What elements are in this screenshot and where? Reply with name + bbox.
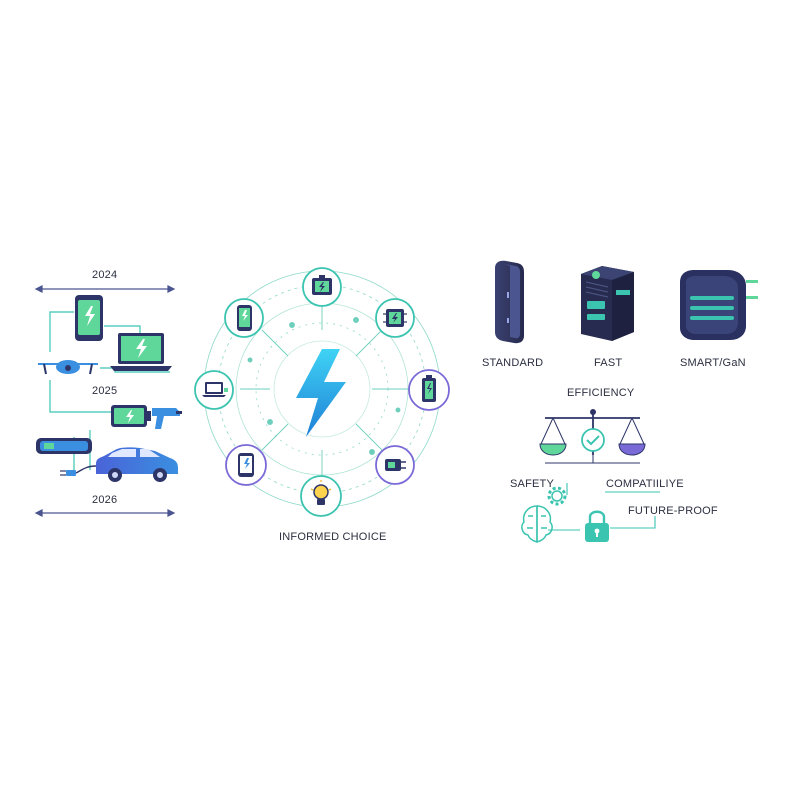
hub-node-plug[interactable] (375, 445, 415, 485)
criterion-future-proof: FUTURE-PROOF (628, 505, 718, 517)
hub-node-battery-top[interactable] (302, 267, 342, 307)
criterion-efficiency: EFFICIENCY (567, 387, 635, 399)
charger-standard[interactable] (495, 260, 524, 344)
hub-diagram (194, 267, 450, 517)
timeline-arrow-2024 (34, 285, 176, 293)
gear-icon (547, 486, 567, 506)
charger-fast[interactable] (581, 266, 634, 341)
timeline-arrow-2026 (34, 509, 176, 517)
smartphone-icon (75, 295, 103, 341)
laptop-icon (202, 382, 228, 397)
battery-icon (312, 275, 332, 295)
tablet-icon (238, 453, 254, 477)
plug-icon (385, 459, 406, 471)
balance-scale-icon (539, 409, 646, 464)
year-label-2025: 2025 (92, 385, 118, 397)
laptop-icon (110, 333, 172, 371)
charger-smart-gan[interactable] (680, 270, 758, 340)
criterion-safety: SAFETY (510, 478, 554, 490)
power-tool-icon (152, 408, 182, 429)
charger-label-standard: STANDARD (482, 357, 544, 369)
charger-label-fast: FAST (594, 357, 623, 369)
power-bank-icon (36, 438, 92, 454)
hub-node-chip[interactable] (375, 298, 415, 338)
hub-node-laptop[interactable] (194, 370, 234, 410)
criterion-compatibility: COMPATIILIYE (606, 478, 684, 490)
electric-car-icon (60, 447, 178, 482)
drone-icon (38, 360, 98, 375)
hub-node-tablet[interactable] (225, 444, 267, 486)
criteria-connectors (548, 483, 660, 531)
year-label-2026: 2026 (92, 494, 118, 506)
hub-node-battery-right[interactable] (408, 369, 450, 411)
timeline-panel (34, 285, 182, 517)
hub-node-smartphone[interactable] (224, 298, 264, 338)
hub-circuit-lines (240, 300, 410, 478)
lightbulb-icon (310, 480, 332, 505)
chip-icon (383, 309, 407, 327)
lock-icon (585, 510, 609, 542)
hub-caption: INFORMED CHOICE (279, 531, 387, 543)
battery-icon (111, 405, 151, 427)
smartphone-icon (237, 305, 252, 331)
lightning-bolt-icon (296, 349, 346, 437)
year-label-2024: 2024 (92, 269, 118, 281)
brain-icon (521, 505, 553, 543)
charger-label-smart-gan: SMART/GaN (680, 357, 746, 369)
battery-icon (422, 375, 436, 402)
hub-node-lightbulb[interactable] (300, 475, 342, 517)
